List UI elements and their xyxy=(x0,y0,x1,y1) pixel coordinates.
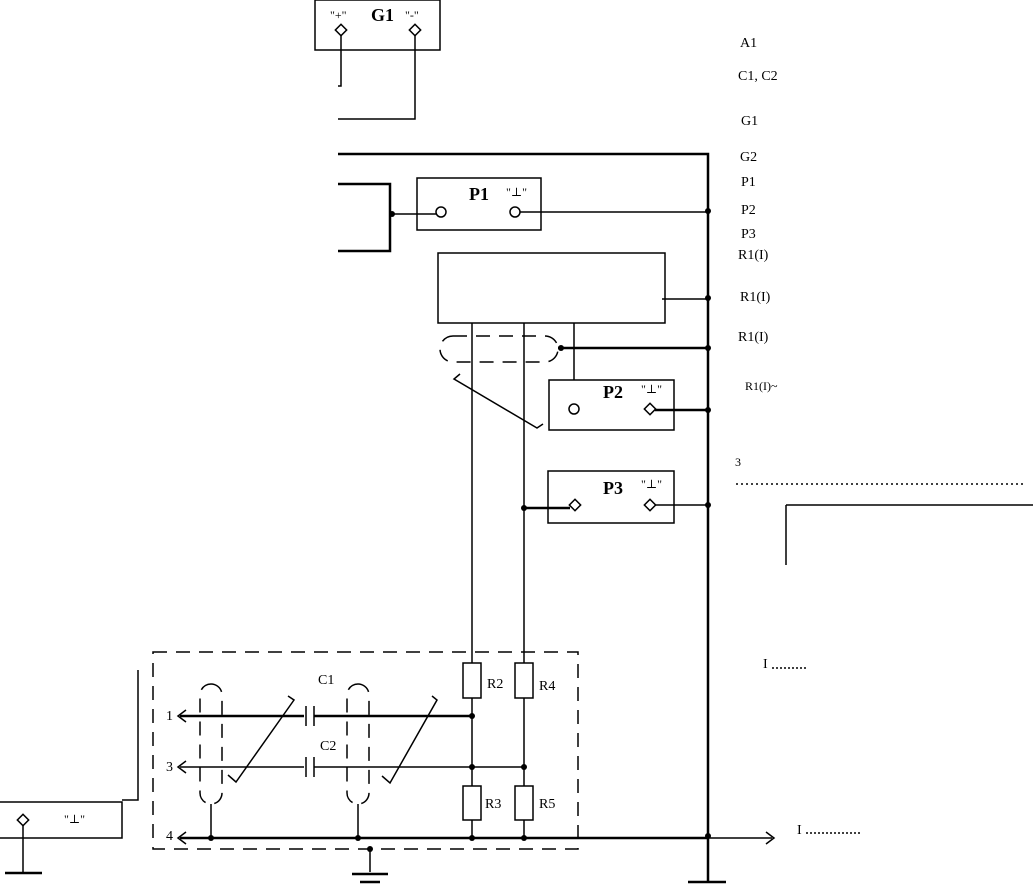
p3-label: P3 xyxy=(603,478,623,498)
svg-text:R4: R4 xyxy=(539,679,555,694)
partial-label-i-left: I xyxy=(763,657,768,672)
cable-shield-right xyxy=(346,683,370,805)
p3-input-terminal[interactable] xyxy=(568,498,582,512)
p2-ground-label: "⊥" xyxy=(641,382,662,396)
svg-text:R5: R5 xyxy=(539,797,555,812)
p1-label: P1 xyxy=(469,184,489,204)
partial-label-3: 3 xyxy=(735,455,741,469)
pin3-arrow xyxy=(176,760,187,774)
capacitor-c1[interactable]: C1 xyxy=(305,673,334,726)
left-device-feed-wire xyxy=(122,670,139,801)
ground-device-left[interactable]: "⊥" xyxy=(0,801,123,839)
divider-module-enclosure xyxy=(152,651,579,850)
legend-item-3: G2 xyxy=(740,150,757,165)
svg-text:C2: C2 xyxy=(320,739,336,754)
p3-ground-terminal[interactable] xyxy=(643,498,657,512)
legend-item-7: R1(I) xyxy=(738,248,769,263)
partial-label-i-bottom: I xyxy=(797,823,802,838)
left-break-mark xyxy=(227,695,296,784)
resistor-r5[interactable]: R5 xyxy=(514,785,555,821)
meter-p2[interactable]: P2 "⊥" xyxy=(548,379,675,431)
p3-ground-label: "⊥" xyxy=(641,477,662,491)
svg-text:C1: C1 xyxy=(318,673,334,688)
partial-label-r1: R1(I)~ xyxy=(745,379,778,393)
legend-item-1: C1, C2 xyxy=(738,69,778,84)
g1-label: G1 xyxy=(371,5,394,25)
p1-input-loop xyxy=(338,182,392,253)
cable-break-mark xyxy=(452,373,544,429)
generator-g1[interactable]: "+" G1 "-" xyxy=(314,0,441,51)
cable-shield-left xyxy=(199,683,223,805)
legend-item-0: A1 xyxy=(740,36,757,51)
p1-ground-label: "⊥" xyxy=(506,185,527,199)
legend: A1 C1, C2 G1 G2 P1 P2 P3 R1(I) R1(I) R1(… xyxy=(738,36,778,345)
p2-ground-terminal[interactable] xyxy=(643,402,657,416)
resistor-r2[interactable]: R2 xyxy=(462,662,503,699)
g1-plus-terminal[interactable] xyxy=(334,23,348,37)
pin3-label: 3 xyxy=(166,760,173,775)
legend-item-8: R1(I) xyxy=(740,290,771,305)
p2-label: P2 xyxy=(603,382,623,402)
legend-item-2: G1 xyxy=(741,114,758,129)
g1-minus-label: "-" xyxy=(405,8,419,22)
legend-item-9: R1(I) xyxy=(738,330,769,345)
legend-item-5: P2 xyxy=(741,203,756,218)
meter-p3[interactable]: P3 "⊥" xyxy=(547,470,675,524)
left-device-ground-label: "⊥" xyxy=(64,812,85,826)
pin4-arrow xyxy=(176,831,187,845)
meter-p1[interactable]: P1 "⊥" xyxy=(416,177,542,231)
legend-item-6: P3 xyxy=(741,227,756,242)
legend-item-4: P1 xyxy=(741,175,756,190)
capacitor-c2[interactable]: C2 xyxy=(305,739,336,777)
right-break-mark xyxy=(381,695,438,785)
p1-input-terminal[interactable] xyxy=(435,206,447,218)
svg-text:R3: R3 xyxy=(485,797,501,812)
p2-input-terminal[interactable] xyxy=(568,403,580,415)
cable-shield xyxy=(439,335,559,363)
g1-minus-terminal[interactable] xyxy=(408,23,422,37)
pin4-label: 4 xyxy=(166,829,173,844)
resistor-r4[interactable]: R4 xyxy=(514,662,555,699)
p1-ground-terminal[interactable] xyxy=(509,206,521,218)
svg-text:R2: R2 xyxy=(487,677,503,692)
left-device-terminal[interactable] xyxy=(16,813,30,827)
main-bus-wire xyxy=(338,152,710,882)
resistor-r3[interactable]: R3 xyxy=(462,785,501,821)
pin1-arrow xyxy=(176,709,187,723)
g1-minus-wire xyxy=(338,35,416,120)
g1-plus-wire xyxy=(338,35,342,87)
output-arrow xyxy=(765,831,776,845)
pin1-label: 1 xyxy=(166,709,173,724)
g1-plus-label: "+" xyxy=(330,8,347,22)
device-a1-block[interactable] xyxy=(437,252,666,324)
